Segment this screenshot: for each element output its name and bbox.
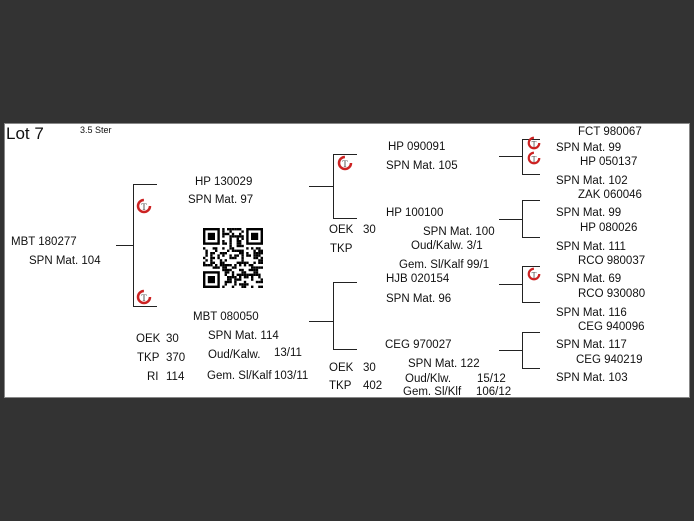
animal-mat: SPN Mat. 116 <box>556 307 627 319</box>
connector-line <box>309 321 334 322</box>
animal-id: HP 130029 <box>195 176 253 188</box>
stat-label: TKP <box>330 243 353 255</box>
animal-mat: SPN Mat. 104 <box>29 255 101 267</box>
connector-line <box>522 368 540 369</box>
animal-id: CEG 940219 <box>576 354 643 366</box>
connector-line <box>133 184 134 307</box>
connector-line <box>522 139 523 175</box>
animal-mat: SPN Mat. 69 <box>556 273 622 285</box>
animal-id: MBT 080050 <box>193 311 259 323</box>
stat-label: OEK <box>329 224 354 236</box>
connector-line <box>116 245 134 246</box>
connector-line <box>522 200 523 238</box>
animal-mat: SPN Mat. 97 <box>188 194 254 206</box>
animal-mat: SPN Mat. 99 <box>556 207 622 219</box>
lot-volume: 3.5 Ster <box>80 125 112 135</box>
connector-line <box>522 266 523 303</box>
stamp-logo-icon: T <box>527 267 541 281</box>
connector-line <box>522 174 540 175</box>
animal-id: HJB 020154 <box>386 273 450 285</box>
svg-text:T: T <box>141 202 147 212</box>
connector-line <box>333 218 357 219</box>
animal-id: RCO 980037 <box>578 255 646 267</box>
stamp-logo-icon: T <box>337 155 353 171</box>
connector-line <box>333 349 357 350</box>
animal-id: HP 080026 <box>580 222 638 234</box>
svg-text:T: T <box>342 159 348 169</box>
lot-title: Lot 7 <box>6 124 44 143</box>
stat-value: 370 <box>166 352 186 364</box>
pedigree-sheet: Lot 7 3.5 Ster MBT 180277 SPN Mat. 104 T… <box>4 123 690 398</box>
stat-value: 15/12 <box>477 373 506 385</box>
connector-line <box>522 302 540 303</box>
stat-value: 13/11 <box>274 347 302 359</box>
stat-label: RI <box>147 371 159 383</box>
connector-line <box>499 284 523 285</box>
stat-value: 402 <box>363 380 383 392</box>
connector-line <box>522 332 523 369</box>
animal-id: HP 100100 <box>386 207 444 219</box>
animal-id: ZAK 060046 <box>578 189 642 201</box>
connector-line <box>333 282 334 350</box>
connector-line <box>522 200 540 201</box>
qr-code-icon <box>203 228 263 288</box>
stamp-logo-icon: T <box>527 136 541 150</box>
animal-id: CEG 940096 <box>578 321 645 333</box>
animal-id: MBT 180277 <box>11 236 77 248</box>
svg-text:T: T <box>532 140 537 149</box>
stat-value: 30 <box>363 224 376 236</box>
animal-mat: SPN Mat. 117 <box>556 339 627 351</box>
animal-mat: SPN Mat. 99 <box>556 142 622 154</box>
stat-value: 103/11 <box>274 370 309 382</box>
connector-line <box>499 156 523 157</box>
stat-text: Gem. Sl/Kalf 99/1 <box>399 259 490 271</box>
stat-label: OEK <box>136 333 161 345</box>
animal-id: HP 090091 <box>388 141 446 153</box>
stat-label: Gem. Sl/Klf <box>403 386 462 398</box>
animal-id: CEG 970027 <box>385 339 452 351</box>
stamp-logo-icon: T <box>136 289 152 305</box>
animal-id: HP 050137 <box>580 156 638 168</box>
connector-line <box>522 266 540 267</box>
stamp-logo-icon: T <box>136 198 152 214</box>
stat-label: OEK <box>329 362 354 374</box>
stat-value: 30 <box>166 333 179 345</box>
stat-value: 106/12 <box>476 386 512 398</box>
connector-line <box>333 154 357 155</box>
connector-line <box>522 332 540 333</box>
animal-mat: SPN Mat. 103 <box>556 372 628 384</box>
animal-mat: SPN Mat. 105 <box>386 160 458 172</box>
animal-mat: SPN Mat. 102 <box>556 175 628 187</box>
connector-line <box>309 186 334 187</box>
svg-text:T: T <box>532 155 537 164</box>
svg-text:T: T <box>141 293 147 303</box>
animal-id: RCO 930080 <box>578 288 646 300</box>
stat-label: TKP <box>137 352 160 364</box>
connector-line <box>499 219 523 220</box>
svg-text:T: T <box>532 271 537 280</box>
stat-text: Oud/Kalw. 3/1 <box>411 240 483 252</box>
connector-line <box>133 184 157 185</box>
stat-label: Gem. Sl/Kalf <box>207 370 272 382</box>
stat-label: Oud/Kalw. <box>208 349 261 361</box>
animal-mat: SPN Mat. 114 <box>208 330 279 342</box>
stat-value: 114 <box>166 371 185 383</box>
connector-line <box>333 282 357 283</box>
animal-mat: SPN Mat. 96 <box>386 293 452 305</box>
connector-line <box>499 350 523 351</box>
animal-mat: SPN Mat. 122 <box>408 358 480 370</box>
animal-id: FCT 980067 <box>578 126 642 138</box>
connector-line <box>333 154 334 219</box>
animal-mat: SPN Mat. 100 <box>423 226 495 238</box>
stamp-logo-icon: T <box>527 151 541 165</box>
animal-mat: SPN Mat. 111 <box>556 241 626 253</box>
stat-label: Oud/Klw. <box>405 373 452 385</box>
stat-label: TKP <box>329 380 352 392</box>
connector-line <box>133 306 157 307</box>
connector-line <box>522 237 540 238</box>
stat-value: 30 <box>363 362 376 374</box>
